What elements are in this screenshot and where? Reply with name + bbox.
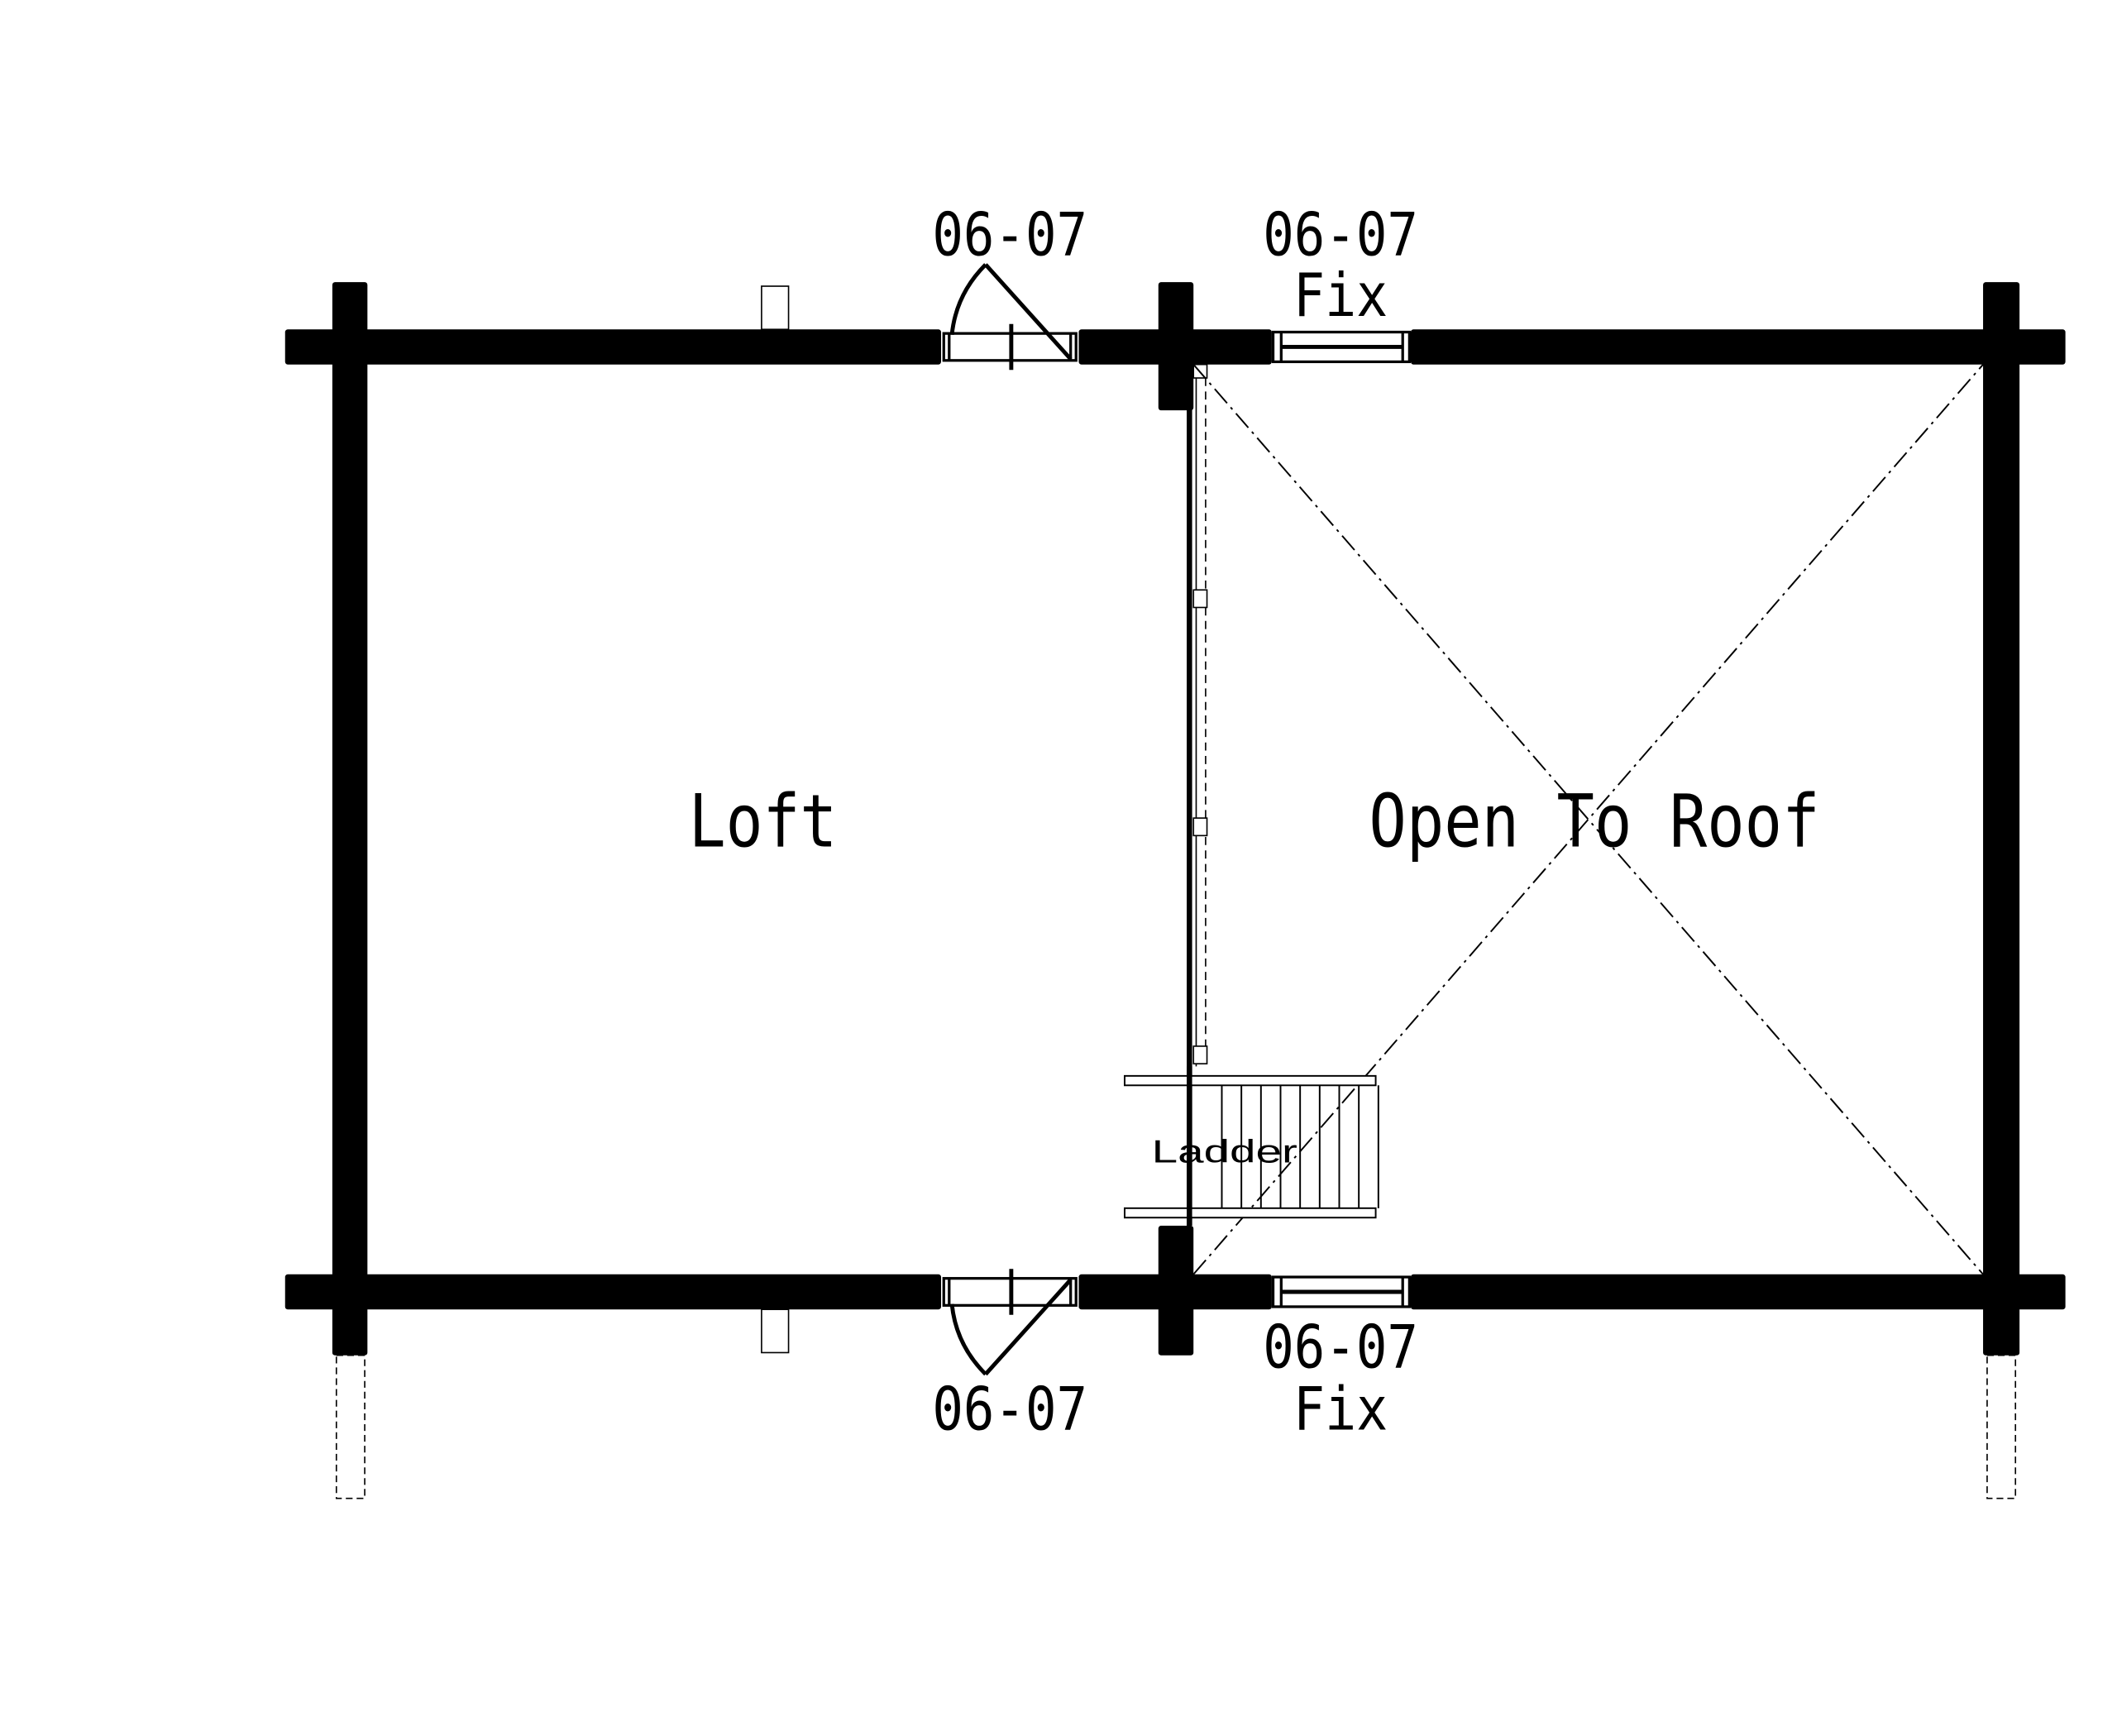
walls [284, 282, 2066, 1356]
bottom-door-label: 06-07 [932, 1374, 1087, 1443]
window-top [1271, 330, 1412, 364]
wall-right [1983, 282, 2020, 1356]
wall-bottom-right [1411, 1274, 2066, 1310]
wall-top-right [1411, 329, 2066, 365]
bottom-window-code-label: 06-07 [1263, 1312, 1418, 1381]
door-top [942, 263, 1078, 371]
wall-bottom-left [284, 1274, 941, 1310]
post-mid-top [1158, 282, 1194, 411]
bottom-window-type-label: Fix [1293, 1374, 1388, 1443]
wall-top-left [284, 329, 941, 365]
top-window-code-label: 06-07 [1263, 199, 1418, 269]
room-label-open-to-roof: Open To Roof [1369, 778, 1819, 863]
post-mid-bottom [1158, 1226, 1194, 1356]
room-label-loft: Loft [689, 778, 838, 863]
dashed-posts [335, 1354, 2017, 1499]
beam-ends [761, 285, 790, 1354]
open-to-roof-diagonals [1192, 364, 1984, 1275]
ladder-label: Ladder [1152, 1134, 1297, 1169]
wall-left [332, 282, 368, 1356]
top-door-label: 06-07 [932, 199, 1087, 269]
window-bottom [1271, 1275, 1412, 1308]
ladder [1123, 1074, 1379, 1219]
door-bottom [942, 1269, 1078, 1376]
top-window-type-label: Fix [1293, 261, 1388, 330]
